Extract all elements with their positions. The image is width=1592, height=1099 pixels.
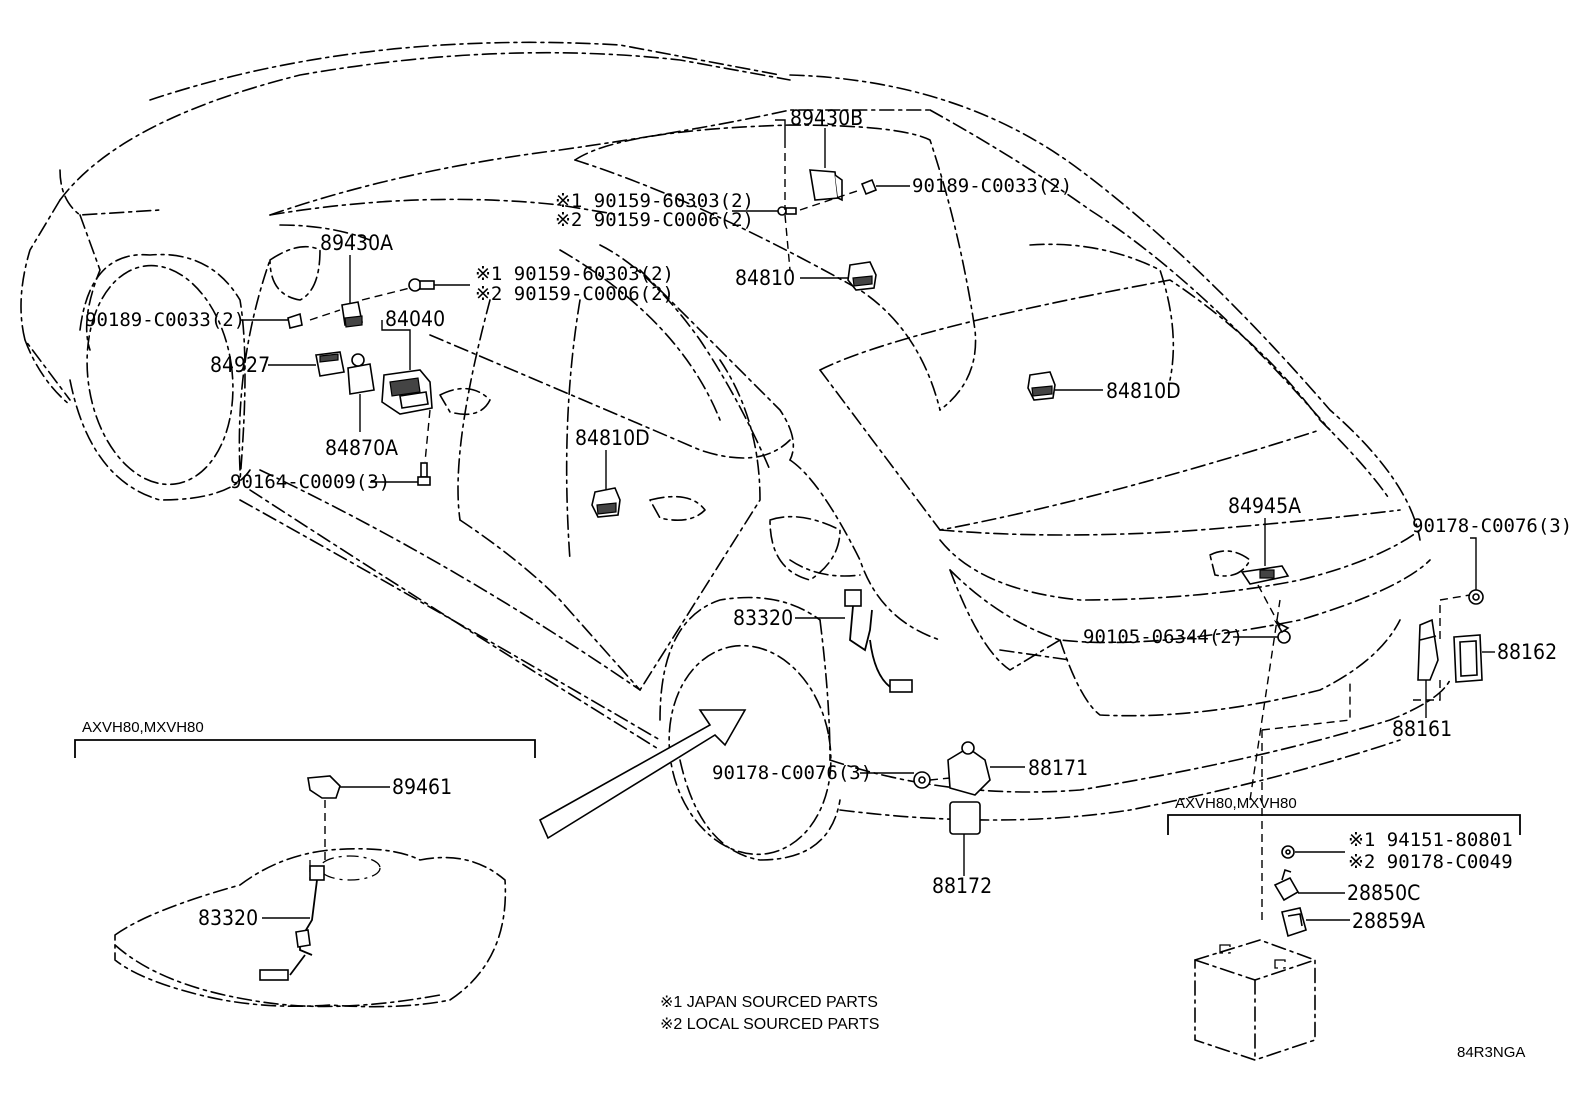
label-28859a: 28859A bbox=[1352, 909, 1425, 933]
switch-84810-shape bbox=[847, 261, 877, 291]
part-labels: 89430B ※1 90159-60303(2) ※2 90159-C0006(… bbox=[85, 106, 1572, 898]
label-88161: 88161 bbox=[1392, 717, 1452, 741]
leader-lines bbox=[240, 119, 1495, 876]
clip-shape-left bbox=[287, 312, 303, 329]
label-90159-top-1: ※1 90159-60303(2) bbox=[555, 190, 754, 212]
switch-84810d-left-shape bbox=[591, 487, 621, 518]
clip-shape-top-right bbox=[860, 178, 878, 196]
battery-shape bbox=[1194, 939, 1316, 1061]
sender-83320-inset-shape bbox=[259, 865, 325, 981]
sender-89461-shape bbox=[307, 775, 341, 865]
label-90164: 90164-C0009(3) bbox=[230, 471, 390, 493]
inset-right: AXVH80,MXVH80 ※1 94151-80801 ※2 901 bbox=[1167, 795, 1521, 1061]
label-83320-main: 83320 bbox=[733, 606, 793, 630]
car-body-outline bbox=[20, 41, 1451, 861]
label-84810d-left: 84810D bbox=[575, 426, 650, 450]
cover-28859a-shape bbox=[1281, 907, 1307, 938]
bolt-90105-shape bbox=[1273, 620, 1291, 644]
label-88162: 88162 bbox=[1497, 640, 1557, 664]
label-90189-top: 90189-C0033(2) bbox=[912, 175, 1072, 197]
bolt-shape-top-left bbox=[777, 206, 797, 216]
label-84810d-right: 84810D bbox=[1106, 379, 1181, 403]
label-90178-mid: 90178-C0076(3) bbox=[712, 762, 872, 784]
switch-84945a-shape bbox=[1240, 565, 1290, 585]
module-88162-shape bbox=[1453, 634, 1483, 683]
switch-84040-shape bbox=[381, 369, 433, 415]
switch-84870a-shape bbox=[347, 353, 375, 395]
part-shapes bbox=[287, 140, 1484, 920]
label-90178-c0049: ※2 90178-C0049 bbox=[1348, 851, 1513, 873]
note-local-sourced: ※2 LOCAL SOURCED PARTS bbox=[660, 1016, 879, 1033]
diagram-code: 84R3NGA bbox=[1457, 1044, 1525, 1061]
inset-left: AXVH80,MXVH80 89461 83320 bbox=[74, 719, 536, 1008]
label-89430a: 89430A bbox=[320, 231, 393, 255]
sender-83320-main-shape bbox=[844, 589, 913, 693]
label-88172: 88172 bbox=[932, 874, 992, 898]
label-94151: ※1 94151-80801 bbox=[1348, 829, 1513, 851]
module-88172-shape bbox=[949, 801, 981, 835]
footnotes: ※1 JAPAN SOURCED PARTS ※2 LOCAL SOURCED … bbox=[660, 994, 1525, 1061]
sensor-28850c-shape bbox=[1273, 868, 1300, 902]
nut-94151-shape bbox=[1281, 845, 1295, 859]
label-90159-top-2: ※2 90159-C0006(2) bbox=[555, 209, 754, 231]
label-84945a: 84945A bbox=[1228, 494, 1301, 518]
sensor-89430a-shape bbox=[341, 301, 363, 328]
switch-84810d-right-shape bbox=[1027, 371, 1056, 401]
nut-90178-mid-shape bbox=[913, 771, 931, 789]
label-89430b: 89430B bbox=[790, 106, 863, 130]
location-arrow bbox=[538, 709, 747, 840]
label-84927: 84927 bbox=[210, 353, 270, 377]
label-28850c: 28850C bbox=[1347, 881, 1420, 905]
label-88171: 88171 bbox=[1028, 756, 1088, 780]
inset-left-title: AXVH80,MXVH80 bbox=[82, 719, 204, 736]
screw-90164-shape bbox=[417, 462, 431, 486]
label-90189-left: 90189-C0033(2) bbox=[85, 309, 245, 331]
label-84870a: 84870A bbox=[325, 436, 398, 460]
sensor-89430b-shape bbox=[809, 169, 843, 202]
label-84040: 84040 bbox=[385, 307, 445, 331]
label-90159-mid-2: ※2 90159-C0006(2) bbox=[475, 283, 674, 305]
label-90105: 90105-06344(2) bbox=[1083, 626, 1243, 648]
label-90178-right: 90178-C0076(3) bbox=[1412, 515, 1572, 537]
label-83320-inset: 83320 bbox=[198, 906, 258, 930]
label-89461: 89461 bbox=[392, 775, 452, 799]
label-84810: 84810 bbox=[735, 266, 795, 290]
bolt-shape-mid bbox=[408, 278, 435, 292]
inset-right-title: AXVH80,MXVH80 bbox=[1175, 795, 1297, 812]
connector-84927-shape bbox=[315, 351, 345, 377]
note-japan-sourced: ※1 JAPAN SOURCED PARTS bbox=[660, 994, 878, 1011]
bracket-88171-shape bbox=[947, 741, 991, 796]
bracket-88161-shape bbox=[1417, 618, 1439, 681]
nut-90178-right-shape bbox=[1468, 589, 1484, 605]
label-90159-mid-1: ※1 90159-60303(2) bbox=[475, 263, 674, 285]
